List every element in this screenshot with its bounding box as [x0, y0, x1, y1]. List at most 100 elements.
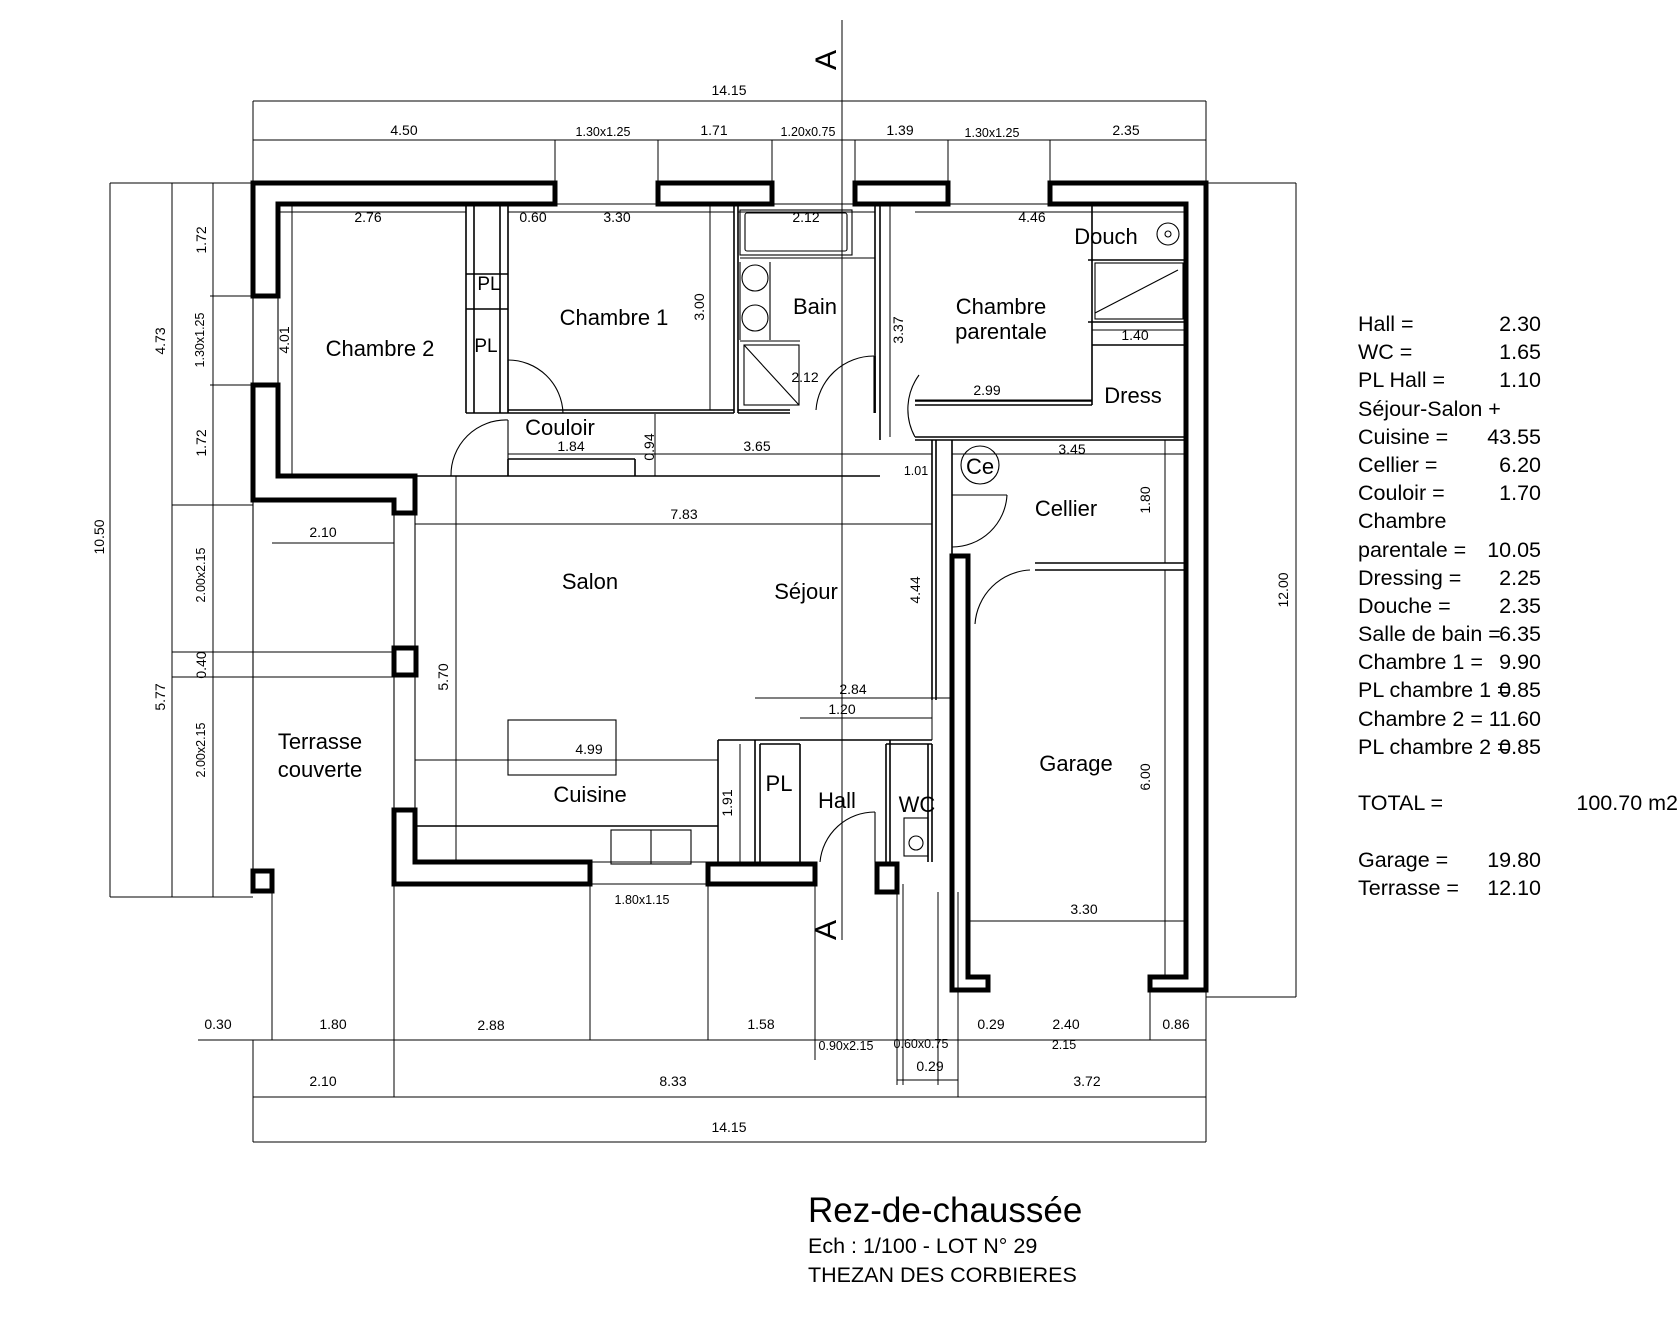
area-value: 6.35 — [1499, 622, 1541, 647]
dim-left-window: 1.30x1.25 — [193, 313, 207, 368]
dim-bottom-1-80: 1.80 — [319, 1016, 346, 1032]
dim-salon-depth: 5.70 — [435, 663, 451, 690]
room-labels: Chambre 2 Chambre 1 Bain Chambre parenta… — [278, 224, 1162, 817]
area-row: parentale =10.05 — [1358, 536, 1678, 564]
dim-salon-width: 7.83 — [670, 506, 697, 522]
area-value: 2.25 — [1499, 565, 1541, 590]
area-label: PL chambre 1 = — [1358, 678, 1510, 703]
dim-bottom-2-10: 2.10 — [309, 1073, 336, 1089]
area-row: Dressing =2.25 — [1358, 564, 1678, 592]
dim-left-1-72-a: 1.72 — [193, 226, 209, 253]
room-label-chambre-parentale-1: Chambre — [956, 294, 1046, 319]
room-label-douch: Douch — [1074, 224, 1138, 249]
dim-couloir-1-01: 1.01 — [904, 464, 928, 478]
dim-chambre-1-depth: 3.00 — [691, 293, 707, 320]
area-row: Séjour-Salon + — [1358, 395, 1678, 423]
area-value: 12.10 — [1487, 875, 1541, 900]
area-row: WC =1.65 — [1358, 338, 1678, 366]
area-row: Hall =2.30 — [1358, 310, 1678, 338]
area-label: Cellier = — [1358, 452, 1438, 477]
area-row: PL chambre 1 =0.85 — [1358, 676, 1678, 704]
area-row: Garage =19.80 — [1358, 846, 1678, 874]
area-spacer — [1358, 761, 1678, 789]
area-row: Terrasse =12.10 — [1358, 874, 1678, 902]
room-label-chambre-2: Chambre 2 — [326, 336, 435, 361]
area-label: Cuisine = — [1358, 424, 1449, 449]
room-label-salon: Salon — [562, 569, 618, 594]
dim-couloir-3-65: 3.65 — [743, 438, 770, 454]
dim-bottom-wc-window: 0.60x0.75 — [894, 1037, 949, 1051]
area-total-row: TOTAL = 100.70 m2 — [1358, 789, 1678, 817]
room-label-wc: WC — [899, 792, 936, 817]
area-label: PL Hall = — [1358, 368, 1446, 393]
area-value: 2.30 — [1499, 312, 1541, 336]
dim-top-window-1: 1.30x1.25 — [576, 125, 631, 139]
room-label-chambre-1: Chambre 1 — [560, 305, 669, 330]
dim-dress-width: 2.99 — [973, 382, 1000, 398]
area-label: Salle de bain = — [1358, 622, 1501, 647]
plan-scale-lot: Ech : 1/100 - LOT N° 29 — [808, 1234, 1038, 1258]
dim-cellier-width: 3.45 — [1058, 441, 1085, 457]
area-total-label: TOTAL = — [1358, 791, 1444, 816]
room-label-cuisine: Cuisine — [553, 782, 626, 807]
room-label-cellier: Cellier — [1035, 496, 1097, 521]
area-label: Couloir = — [1358, 481, 1445, 506]
dim-top-2-35: 2.35 — [1112, 122, 1139, 138]
dim-right-12-00: 12.00 — [1275, 572, 1291, 607]
dim-left-4-73: 4.73 — [152, 327, 168, 354]
dim-bottom-1-58: 1.58 — [747, 1016, 774, 1032]
area-label: parentale = — [1358, 537, 1467, 562]
area-spacer — [1358, 817, 1678, 845]
area-row: Cellier = 6.20 — [1358, 451, 1678, 479]
dim-top-1-39: 1.39 — [886, 122, 913, 138]
dim-terrasse-width: 2.10 — [309, 524, 336, 540]
area-row: Chambre — [1358, 507, 1678, 535]
area-row: Cuisine = 43.55 — [1358, 423, 1678, 451]
area-value: 43.55 — [1487, 424, 1541, 449]
room-label-dress: Dress — [1104, 383, 1161, 408]
room-label-hall: Hall — [818, 788, 856, 813]
dim-bottom-8-33: 8.33 — [659, 1073, 686, 1089]
title-block: Rez-de-chaussée Ech : 1/100 - LOT N° 29 … — [808, 1190, 1228, 1290]
dim-left-door-2: 2.00x2.15 — [194, 723, 208, 778]
dimension-labels: 14.15 4.50 1.30x1.25 1.71 1.20x0.75 1.39… — [91, 82, 1291, 1135]
area-row: Chambre 1 =9.90 — [1358, 648, 1678, 676]
dim-kitchen-2-84: 2.84 — [839, 681, 866, 697]
dim-bottom-0-29-a: 0.29 — [916, 1058, 943, 1074]
room-label-pl-2: PL — [474, 336, 497, 357]
area-value: 9.90 — [1499, 650, 1541, 675]
area-value: 1.65 — [1499, 340, 1541, 365]
dim-bottom-0-86: 0.86 — [1162, 1016, 1189, 1032]
dim-sejour-depth: 4.44 — [907, 576, 923, 603]
plan-title: Rez-de-chaussée — [808, 1191, 1083, 1230]
dim-chambre-parentale-width: 4.46 — [1018, 209, 1045, 225]
room-label-sejour: Séjour — [774, 579, 838, 604]
dim-garage-width: 3.30 — [1070, 901, 1097, 917]
area-value: 19.80 — [1487, 847, 1541, 872]
room-label-pl-1: PL — [477, 274, 500, 295]
dim-bain-width: 2.12 — [792, 209, 819, 225]
dim-bottom-3-72: 3.72 — [1073, 1073, 1100, 1089]
room-label-ce: Ce — [966, 454, 994, 479]
room-label-terrasse-2: couverte — [278, 757, 362, 782]
area-label: Douche = — [1358, 593, 1451, 618]
area-value: 11.60 — [1488, 706, 1541, 731]
dim-couloir-1-84: 1.84 — [557, 438, 584, 454]
dim-cellier-depth: 1.80 — [1137, 486, 1153, 513]
dim-left-0-40: 0.40 — [193, 651, 209, 678]
area-value: 6.20 — [1499, 452, 1541, 477]
dim-top-4-50: 4.50 — [390, 122, 417, 138]
dim-chambre-2-depth: 4.01 — [276, 326, 292, 353]
room-label-bain: Bain — [793, 294, 837, 319]
room-label-chambre-parentale-2: parentale — [955, 319, 1047, 344]
area-row: Couloir =1.70 — [1358, 479, 1678, 507]
area-total-value: 100.70 m2 — [1576, 791, 1678, 816]
area-label: Chambre — [1358, 509, 1447, 534]
dim-kitchen-4-99: 4.99 — [575, 741, 602, 757]
door-swings — [450, 355, 1031, 863]
dim-chambre-2-width: 2.76 — [354, 209, 381, 225]
area-row: Douche =2.35 — [1358, 592, 1678, 620]
room-label-garage: Garage — [1039, 751, 1112, 776]
dimension-lines — [109, 20, 1297, 1143]
